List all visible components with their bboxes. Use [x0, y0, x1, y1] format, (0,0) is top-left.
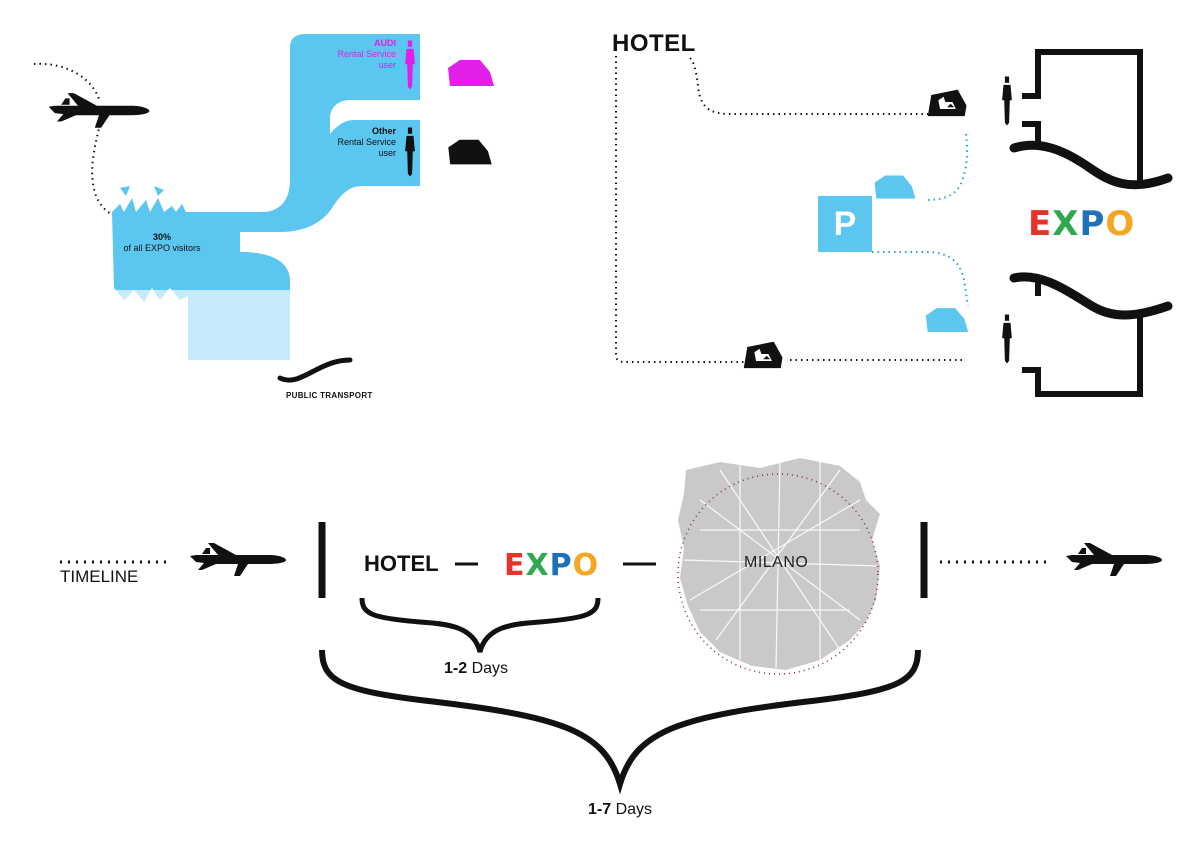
audi-car-icon	[448, 60, 494, 86]
expo-letter-e: E	[1028, 204, 1053, 244]
visitor-share-value: 30%	[152, 232, 171, 242]
long-stay-brace	[319, 649, 921, 795]
expo-letter-x: X	[1052, 204, 1080, 244]
expo-letter-o: O	[572, 548, 600, 583]
short-stay-unit: Days	[471, 660, 509, 677]
car-from-hotel-icon	[743, 341, 783, 369]
long-stay-range: 1-7	[588, 801, 612, 818]
visitor-leaving-person-icon	[1002, 314, 1012, 364]
expo-letter-o: O	[1105, 204, 1136, 244]
other-car-icon	[448, 139, 492, 165]
timeline-expo-logo: E X P O	[504, 548, 599, 583]
visitor-arriving-person-icon	[1002, 76, 1012, 126]
returning-car-icon	[925, 308, 969, 333]
parking-letter: P	[833, 205, 857, 243]
expo-letter-p: P	[1079, 204, 1106, 244]
timeline-label: TIMELINE	[60, 567, 139, 586]
public-transport-label: PUBLIC TRANSPORT	[286, 391, 373, 400]
expo-gate-top-icon	[1022, 49, 1143, 186]
arrival-airplane-icon	[190, 543, 286, 576]
milano-label: MILANO	[744, 554, 809, 571]
short-stay-label: 1-2 Days	[444, 660, 508, 678]
expo-letter-p: P	[549, 548, 573, 583]
expo-letter-e: E	[504, 548, 526, 583]
short-stay-range: 1-2	[444, 660, 468, 677]
long-stay-unit: Days	[615, 801, 653, 818]
audi-user-label: AUDI Rental Service user	[337, 38, 396, 70]
parked-car-icon	[874, 175, 916, 199]
parking-icon	[818, 196, 872, 252]
public-transport-wave-icon	[277, 357, 353, 383]
short-stay-brace	[359, 597, 601, 653]
route-hotel-label: HOTEL	[612, 30, 696, 57]
car-to-expo-icon	[927, 89, 967, 117]
timeline-hotel-label: HOTEL	[364, 551, 439, 576]
expo-letter-x: X	[525, 548, 550, 583]
long-stay-label: 1-7 Days	[588, 801, 652, 819]
milano-city-map	[677, 458, 880, 675]
visitor-share-caption: of all EXPO visitors	[123, 243, 201, 253]
visitor-share-label: 30% of all EXPO visitors	[113, 232, 211, 254]
departure-airplane-icon	[1066, 543, 1162, 576]
other-user-label: Other Rental Service user	[337, 126, 396, 158]
route-expo-logo: E X P O	[1028, 204, 1135, 244]
